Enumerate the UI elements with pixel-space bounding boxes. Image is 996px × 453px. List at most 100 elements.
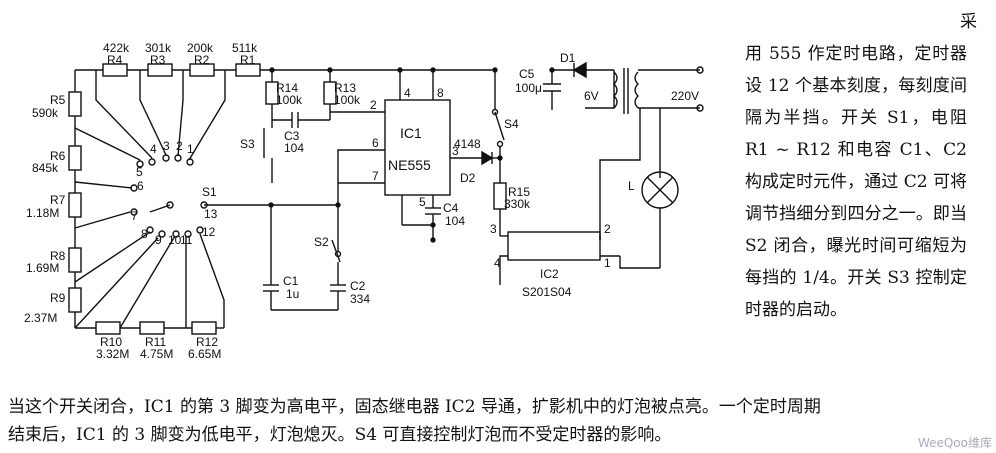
s1-pos12: 12 xyxy=(202,225,216,239)
circuit-schematic: 422k R4 301k R3 200k R2 511k R1 R5 590k … xyxy=(24,41,704,361)
s1-pos7: 7 xyxy=(131,209,138,223)
r14-value: 100k xyxy=(276,93,303,107)
mains-voltage: 220V xyxy=(671,89,699,103)
r13-label: R13 xyxy=(334,81,356,95)
s1-pos11: 11 xyxy=(180,233,193,247)
d2-part: 4148 xyxy=(454,137,481,151)
r10-value: 3.32M xyxy=(96,347,129,361)
r6-label: R6 xyxy=(50,149,66,163)
r12-label: R12 xyxy=(196,335,218,349)
s1-pos4: 4 xyxy=(150,142,157,156)
resistor-r7 xyxy=(68,192,82,218)
r15-value: 330k xyxy=(504,197,531,211)
s1-pos9: 9 xyxy=(155,233,162,247)
s4-label: S4 xyxy=(504,117,519,131)
diode-d2 xyxy=(481,150,494,166)
paragraph-body: 用 555 作定时电路，定时器设 12 个基本刻度，每刻度间隔为半挡。开关 S1… xyxy=(745,44,967,320)
resistor-r10 xyxy=(95,321,121,335)
ic1-pin3: 3 xyxy=(452,144,459,158)
r2-label: R2 xyxy=(194,53,210,67)
resistor-r5 xyxy=(68,91,82,117)
ic1-pin4: 4 xyxy=(404,86,411,100)
r5-value: 590k xyxy=(32,106,59,120)
r4-label: R4 xyxy=(107,53,123,67)
r5-label: R5 xyxy=(50,93,66,107)
r4-value: 422k xyxy=(103,41,130,55)
lamp-label: L xyxy=(628,179,635,193)
s3-label: S3 xyxy=(240,137,255,151)
bottom-line-2: 结束后，IC1 的 3 脚变为低电平，灯泡熄灭。S4 可直接控制灯泡而不受定时器… xyxy=(8,425,672,445)
description-paragraph: 采 用 555 作定时电路，定时器设 12 个基本刻度，每刻度间隔为半挡。开关 … xyxy=(745,12,977,326)
ic2-solid-state-relay xyxy=(507,231,601,261)
r11-label: R11 xyxy=(145,335,166,349)
ne555-label: NE555 xyxy=(388,157,431,173)
r14-label: R14 xyxy=(276,81,298,95)
r8-value: 1.69M xyxy=(26,261,59,275)
transformer xyxy=(613,68,639,114)
r8-label: R8 xyxy=(50,249,66,263)
r7-label: R7 xyxy=(50,193,66,207)
r9-value: 2.37M xyxy=(24,311,57,325)
r9-label: R9 xyxy=(50,291,66,305)
c1-value: 1u xyxy=(286,287,299,301)
resistor-r9 xyxy=(68,287,82,313)
c3-label: C3 xyxy=(284,129,300,143)
r13-value: 100k xyxy=(334,93,361,107)
r2-value: 200k xyxy=(187,41,214,55)
ic2-pin4: 4 xyxy=(494,256,501,270)
ic2-part: S201S04 xyxy=(522,285,572,299)
ic1-pin6: 6 xyxy=(372,136,379,150)
c1-label: C1 xyxy=(283,274,299,288)
d1-label: D1 xyxy=(560,51,576,65)
ic2-pin3: 3 xyxy=(490,222,497,236)
c4-label: C4 xyxy=(443,201,459,215)
bottom-text: 当这个开关闭合，IC1 的第 3 脚变为高电平，固态继电器 IC2 导通，扩影机… xyxy=(8,393,988,449)
bottom-line-1: 当这个开关闭合，IC1 的第 3 脚变为高电平，固态继电器 IC2 导通，扩影机… xyxy=(8,397,821,417)
watermark: WeeQoo维库 xyxy=(917,436,992,450)
d2-label: D2 xyxy=(460,171,476,185)
c2-value: 334 xyxy=(350,292,370,306)
s1-pos6: 6 xyxy=(137,179,144,193)
r3-label: R3 xyxy=(150,53,166,67)
ic1-pin5: 5 xyxy=(419,195,426,209)
ic1-pin7: 7 xyxy=(372,169,379,183)
ic2-label: IC2 xyxy=(540,267,559,281)
s1-pos5: 5 xyxy=(136,165,143,179)
rotary-switch-s1 xyxy=(130,154,208,238)
c3-value: 104 xyxy=(284,141,304,155)
secondary-voltage: 6V xyxy=(584,89,599,103)
s1-pos3: 3 xyxy=(163,139,170,153)
ic2-pin1: 1 xyxy=(604,256,611,270)
diode-d1 xyxy=(572,61,587,79)
ic1-ne555 xyxy=(384,99,451,196)
c2-label: C2 xyxy=(350,279,366,293)
s2-label: S2 xyxy=(314,235,329,249)
r12-value: 6.65M xyxy=(188,347,221,361)
r6-value: 845k xyxy=(32,161,59,175)
c5-value: 100μ xyxy=(515,81,542,95)
c5-label: C5 xyxy=(519,67,535,81)
s1-label: S1 xyxy=(202,185,217,199)
ic1-pin2: 2 xyxy=(370,98,377,112)
r15-label: R15 xyxy=(508,185,530,199)
r3-value: 301k xyxy=(145,41,172,55)
s1-pos2: 2 xyxy=(176,139,183,153)
r7-value: 1.18M xyxy=(26,206,59,220)
c4-value: 104 xyxy=(445,214,465,228)
s1-pos10: 10 xyxy=(168,233,182,247)
ic1-pin8: 8 xyxy=(437,86,444,100)
paragraph-first-char: 采 xyxy=(960,12,977,32)
s1-pos1: 1 xyxy=(187,142,194,156)
r1-value: 511k xyxy=(232,41,258,55)
s1-pos8: 8 xyxy=(141,227,148,241)
r10-label: R10 xyxy=(100,335,122,349)
s1-pos13: 13 xyxy=(204,207,218,221)
ic1-label: IC1 xyxy=(400,125,422,141)
r11-value: 4.75M xyxy=(140,347,173,361)
resistor-r8 xyxy=(68,247,82,273)
r1-label: R1 xyxy=(240,53,256,67)
ic2-pin2: 2 xyxy=(604,222,611,236)
resistor-r11 xyxy=(139,321,165,335)
resistor-r6 xyxy=(68,145,82,171)
resistor-r12 xyxy=(191,321,217,335)
